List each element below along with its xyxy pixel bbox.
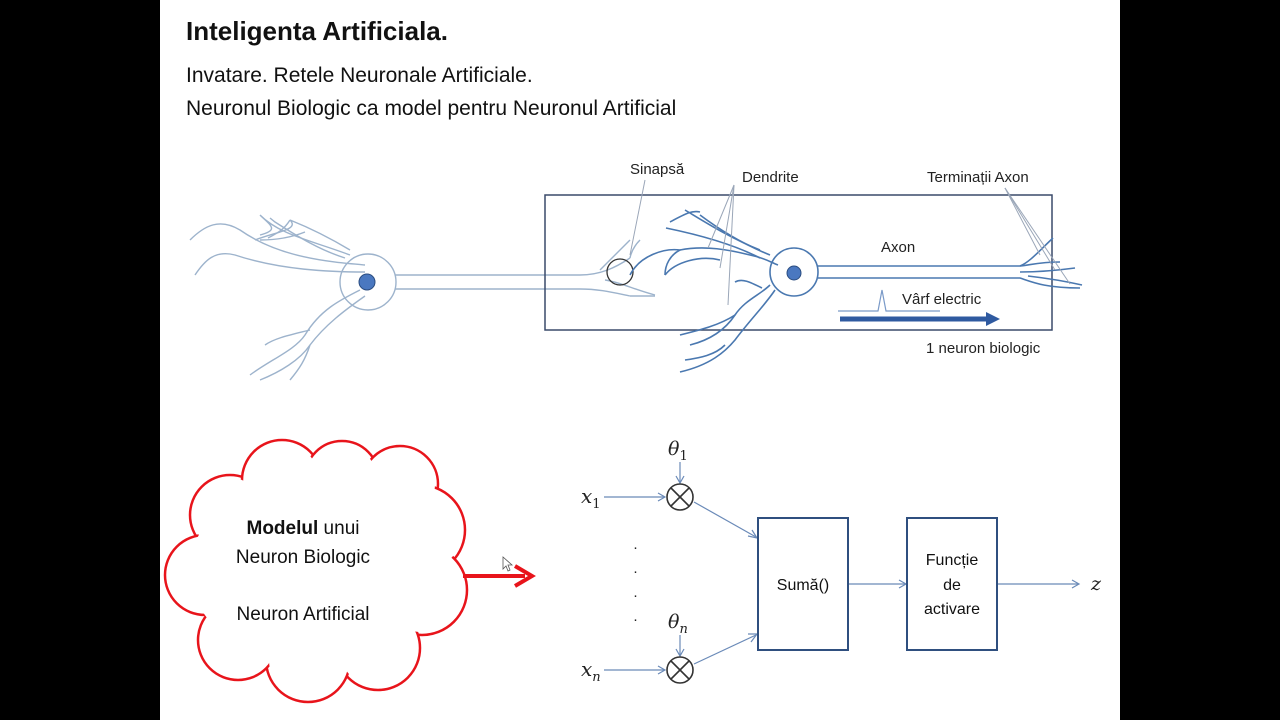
output-z: z xyxy=(1090,573,1102,595)
multiplier-1 xyxy=(666,483,694,511)
label-dendrites: Dendrite xyxy=(742,169,799,186)
cloud-rest-word: unui xyxy=(318,518,359,539)
subtitle-line-1: Invatare. Retele Neuronale Artificiale. xyxy=(186,64,533,87)
propagation-arrow-head xyxy=(986,312,1000,326)
slide-title: Inteligenta Artificiala. xyxy=(186,16,448,46)
label-axon: Axon xyxy=(881,239,915,256)
dot-2: · xyxy=(633,563,638,580)
label-spike: Vârf electric xyxy=(902,291,982,308)
dot-1: · xyxy=(633,539,638,556)
dot-4: · xyxy=(633,611,638,628)
slide: Inteligenta Artificiala. Invatare. Retel… xyxy=(160,0,1120,720)
multiplier-n xyxy=(666,656,694,684)
activation-box xyxy=(906,517,998,651)
cloud-line-1: Modelul unui xyxy=(247,518,360,539)
activation-label-2: de xyxy=(943,577,961,594)
mouse-cursor-icon xyxy=(502,556,514,572)
sum-label: Sumă() xyxy=(777,577,829,594)
left-neuron xyxy=(189,214,655,381)
right-neuron xyxy=(599,209,1083,373)
cloud-shape xyxy=(163,438,469,704)
label-axon-terminals: Terminații Axon xyxy=(927,169,1029,186)
subtitle-line-2: Neuronul Biologic ca model pentru Neuron… xyxy=(186,97,677,120)
cloud-bold-word: Modelul xyxy=(247,518,319,539)
input-x1: x1 xyxy=(581,484,601,512)
diagram-canvas: Sinapsă Dendrite Terminații Axon Axon Vâ… xyxy=(163,161,1102,704)
activation-label-1: Funcție xyxy=(926,552,979,569)
red-arrow-head xyxy=(513,564,536,588)
cloud-line-2: Neuron Biologic xyxy=(236,547,370,568)
label-pointers xyxy=(629,179,1071,306)
label-biological-neuron: 1 neuron biologic xyxy=(926,340,1041,357)
input-xn: xn xyxy=(581,657,601,685)
neuron-frame xyxy=(544,194,1053,331)
synapse-circle xyxy=(606,258,634,286)
spike-waveform xyxy=(838,289,940,312)
activation-label-3: activare xyxy=(924,601,980,618)
sum-box xyxy=(757,517,849,651)
dot-3: · xyxy=(633,587,638,604)
vertical-dots: · · · · xyxy=(633,539,638,628)
weight-thetan: θn xyxy=(668,611,688,637)
label-synapse: Sinapsă xyxy=(630,161,685,178)
weight-theta1: θ1 xyxy=(668,438,688,464)
artificial-connections xyxy=(604,462,1081,675)
cloud-line-3: Neuron Artificial xyxy=(236,604,369,625)
